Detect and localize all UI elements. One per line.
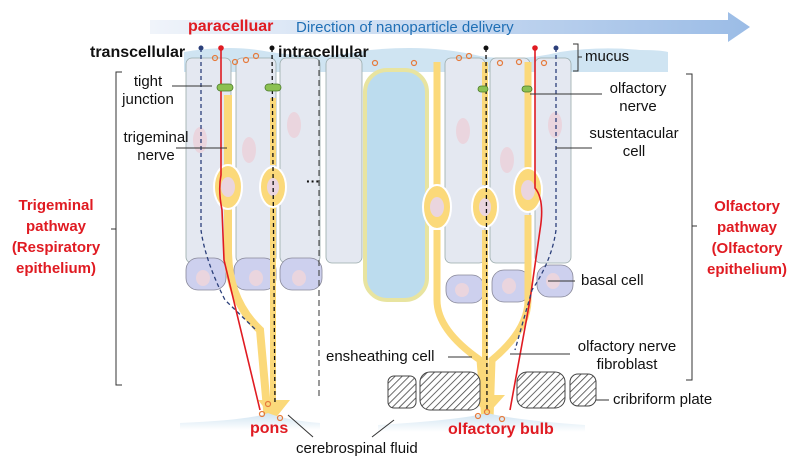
trigeminal-nerve-label: trigeminal nerve <box>118 129 194 165</box>
label-line: junction <box>122 91 174 108</box>
label-line: cell <box>622 143 646 160</box>
cribriform-plate <box>387 371 597 411</box>
label-line: sustentacular <box>589 125 679 142</box>
pathway-lines <box>198 45 559 411</box>
label-line: trigeminal <box>123 129 189 146</box>
mucus-label: mucus <box>585 48 630 65</box>
label-line: (Respiratory <box>11 239 101 256</box>
tight-junction <box>477 85 489 93</box>
tight-junction <box>216 83 234 92</box>
delivery-direction-label: Direction of nanoparticle delivery <box>296 19 514 36</box>
label-line: Olfactory <box>714 198 780 215</box>
label-line: olfactory <box>609 80 667 97</box>
cerebrospinal-fluid-label: cerebrospinal fluid <box>296 440 418 457</box>
respiratory-epithelium <box>185 57 363 421</box>
olfactory-bulb-label: olfactory bulb <box>448 421 554 438</box>
label-line: epithelium) <box>15 260 96 277</box>
transcellular-label: transcellular <box>90 44 186 61</box>
csf-pons <box>180 413 320 430</box>
label-line: Trigeminal <box>18 197 94 214</box>
csf-bulb <box>378 413 585 432</box>
trigeminal-pathway-label: Trigeminal pathway (Respiratory epitheli… <box>0 195 112 279</box>
label-line: (Olfactory <box>711 240 783 257</box>
intracellular-label: intracellular <box>278 44 369 61</box>
delivery-direction-arrow <box>150 12 750 42</box>
tight-junction-label: tight junction <box>120 73 176 109</box>
svg-text:···: ··· <box>306 173 320 189</box>
olfactory-nerve-label: olfactory nerve <box>598 80 678 116</box>
label-line: pathway <box>716 219 777 236</box>
label-line: fibroblast <box>596 356 658 373</box>
ensheathing-cell-label: ensheathing cell <box>326 348 435 365</box>
cribriform-plate-label: cribriform plate <box>613 391 713 408</box>
mucus-bracket <box>573 43 582 72</box>
right-bracket <box>686 73 697 381</box>
nanoparticles <box>211 52 548 423</box>
basal-cell-label: basal cell <box>581 272 644 289</box>
olfactory-pathway-label: Olfactory pathway (Olfactory epithelium) <box>696 196 798 280</box>
olfactory-epithelium <box>422 57 574 421</box>
label-line: epithelium) <box>706 261 787 278</box>
left-bracket <box>111 71 122 386</box>
olfactory-nerve-fibroblast-label: olfactory nerve fibroblast <box>572 338 682 374</box>
label-line: pathway <box>25 218 86 235</box>
paracellular-label: paracelluar <box>188 18 274 35</box>
goblet-cell <box>363 68 429 302</box>
pons-label: pons <box>250 420 289 437</box>
label-line: nerve <box>137 147 175 164</box>
label-line: olfactory nerve <box>577 338 677 355</box>
sustentacular-cell-label: sustentacular cell <box>582 125 686 161</box>
tight-junction <box>264 83 282 92</box>
tight-junction <box>521 85 533 93</box>
label-line: tight <box>133 73 163 90</box>
label-line: nerve <box>619 98 657 115</box>
leader-lines <box>172 85 609 438</box>
